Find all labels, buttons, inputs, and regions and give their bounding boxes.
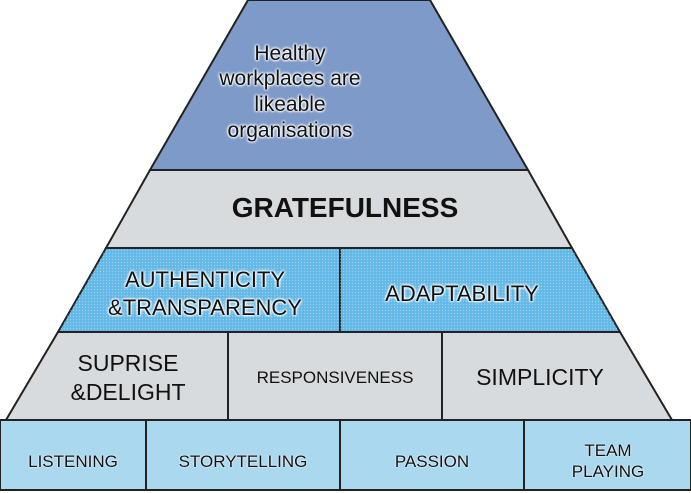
apex-label: Healthy workplaces are likeable organisa…: [219, 41, 361, 142]
responsiveness-label: RESPONSIVENESS: [256, 367, 414, 387]
passion-label: PASSION: [394, 451, 470, 471]
listening-label: LISTENING: [28, 451, 118, 471]
team-playing-segment: [523, 419, 691, 491]
storytelling-label: STORYTELLING: [178, 451, 308, 471]
team-playing-label: TEAM PLAYING: [571, 440, 645, 481]
simplicity-label: SIMPLICITY: [476, 364, 604, 391]
suprise-delight-label: SUPRISE &DELIGHT: [70, 349, 186, 405]
adaptability-label: ADAPTABILITY: [385, 280, 539, 306]
gratefulness-label: GRATEFULNESS: [231, 192, 459, 224]
adaptability-segment-texture: [340, 248, 620, 332]
authenticity-transparency-label: AUTHENTICITY &TRANSPARENCY: [108, 266, 302, 320]
authenticity-segment-texture: [58, 248, 340, 332]
